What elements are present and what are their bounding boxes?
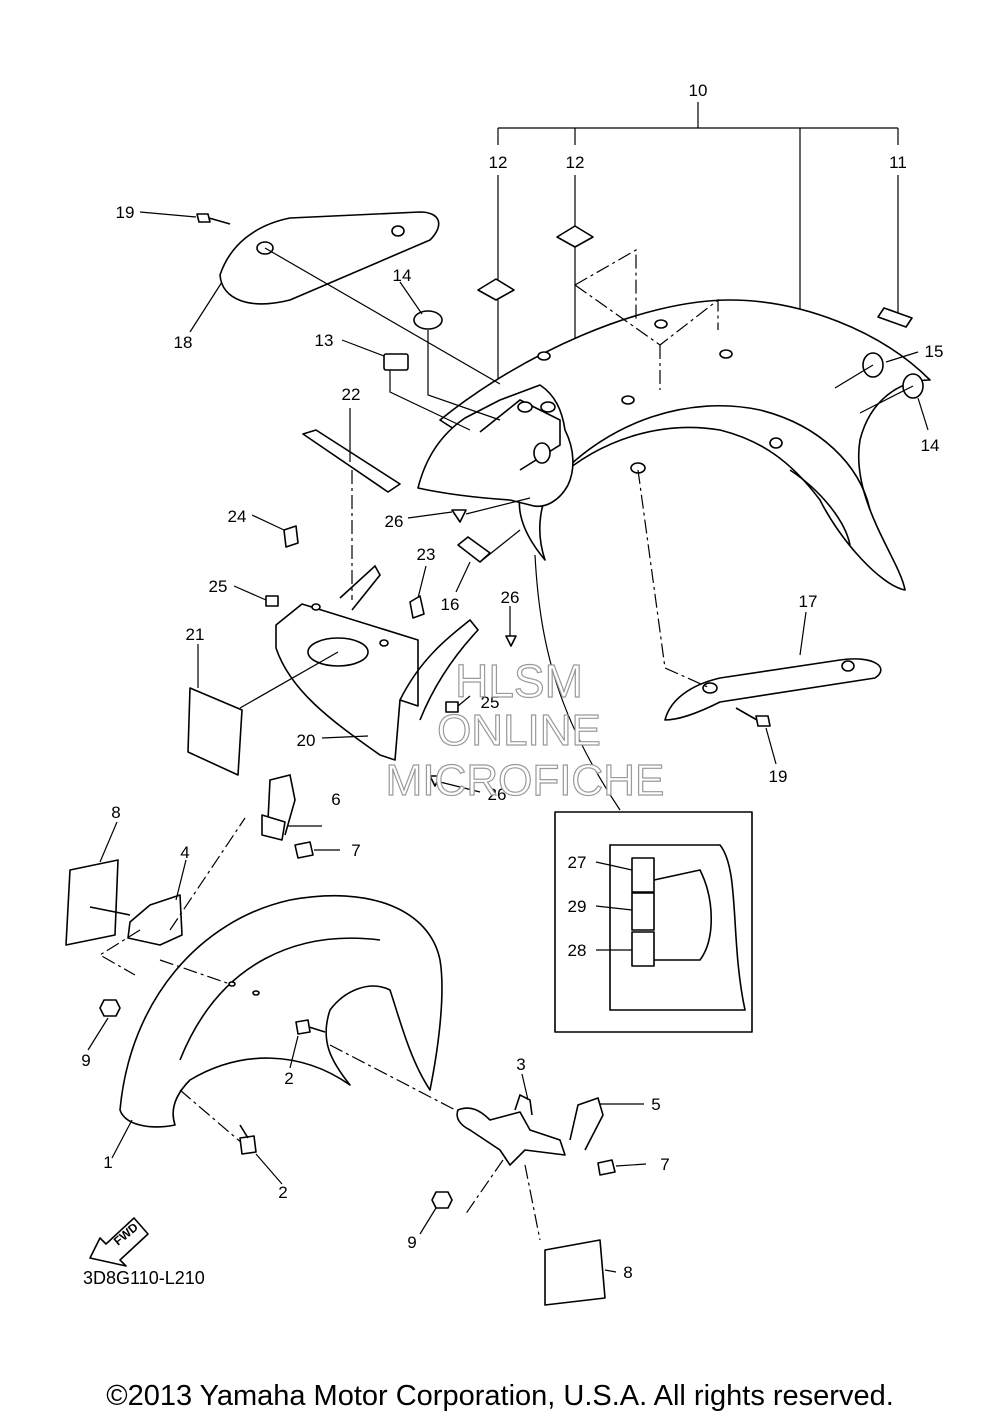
callout-9-left: 9: [81, 1051, 90, 1070]
watermark-line3: MICROFICHE: [386, 756, 665, 805]
pad-23: [409, 595, 425, 619]
license-bracket-20: [275, 564, 480, 761]
rear-fender: [439, 248, 931, 591]
diagram-code: 3D8G110-L210: [83, 1268, 205, 1288]
callout-20: 20: [297, 731, 316, 750]
callout-12-right: 12: [566, 153, 585, 172]
reflector-8-right: [544, 1239, 606, 1306]
grommet-14-top: [413, 310, 443, 330]
callout-1: 1: [103, 1153, 112, 1172]
callout-10: 10: [689, 81, 708, 100]
reflector-8-left: [65, 859, 119, 946]
callout-numbers: 10 12 12 11 19 18 14 13 15 14 22 26 24 2…: [81, 81, 943, 1282]
callout-8-right: 8: [623, 1263, 632, 1282]
callout-13: 13: [315, 331, 334, 350]
callout-19-lower: 19: [769, 767, 788, 786]
decal-12-right: [556, 225, 594, 248]
callout-15: 15: [925, 342, 944, 361]
bolt-19-top: [196, 213, 231, 225]
callout-26-mid: 26: [501, 588, 520, 607]
bolt-2-top: [295, 1019, 326, 1035]
decal-11: [877, 307, 913, 328]
callout-22: 22: [342, 385, 361, 404]
clip-6: [267, 774, 296, 836]
pad-24: [283, 525, 299, 548]
callout-4: 4: [180, 843, 189, 862]
screw-26-bottom: [429, 775, 441, 787]
callout-14-top: 14: [393, 266, 412, 285]
callout-7-top: 7: [351, 841, 360, 860]
callout-25-top: 25: [209, 577, 228, 596]
taillight-inset: [554, 811, 753, 1033]
callout-21: 21: [186, 625, 205, 644]
bolt-7-top: [294, 841, 314, 859]
callout-7-right: 7: [660, 1155, 669, 1174]
callout-3: 3: [516, 1055, 525, 1074]
callout-8-left: 8: [111, 803, 120, 822]
side-cover-18: [219, 211, 501, 385]
callout-25-bottom: 25: [481, 693, 500, 712]
tape-16: [457, 536, 491, 563]
callout-27: 27: [568, 853, 587, 872]
callout-24: 24: [228, 507, 247, 526]
callout-16: 16: [441, 595, 460, 614]
callout-17: 17: [799, 592, 818, 611]
bolt-19-lower: [735, 707, 771, 727]
bolt-2-bottom: [239, 1124, 257, 1155]
bracket-3: [456, 1093, 566, 1241]
watermark: HLSM ONLINE MICROFICHE: [385, 654, 665, 805]
bolt-7-right: [597, 1159, 616, 1176]
side-cover-17: [637, 469, 882, 721]
callout-26-top: 26: [385, 512, 404, 531]
pad-25-bottom: [445, 701, 459, 713]
callout-28: 28: [568, 941, 587, 960]
screw-26-top: [451, 509, 467, 523]
callout-26-bottom: 26: [488, 785, 507, 804]
callout-14-right: 14: [921, 436, 940, 455]
bracket-4: [98, 817, 246, 976]
forward-arrow: FWD: [89, 1217, 149, 1267]
callout-19-top: 19: [116, 203, 135, 222]
clip-5: [569, 1096, 604, 1151]
decal-12-left: [477, 278, 515, 301]
pad-25-top: [265, 595, 279, 607]
callout-6: 6: [331, 790, 340, 809]
rear-fender-tail-housing: [417, 384, 574, 507]
screw-26-mid: [505, 635, 517, 647]
plate-21: [187, 687, 243, 776]
callout-9-right: 9: [407, 1233, 416, 1252]
clip-13: [383, 353, 409, 371]
callout-leaders: [87, 211, 929, 1273]
nut-9-right: [431, 1191, 453, 1209]
callout-2-top: 2: [284, 1069, 293, 1088]
watermark-line1: HLSM: [455, 655, 583, 707]
callout-5: 5: [651, 1095, 660, 1114]
front-fender: [119, 894, 466, 1151]
callout-23: 23: [417, 545, 436, 564]
strip-22: [302, 429, 401, 493]
watermark-line2: ONLINE: [437, 706, 601, 755]
nut-9-left: [99, 999, 121, 1017]
callout-2-bottom: 2: [278, 1183, 287, 1202]
callout-11: 11: [889, 153, 907, 172]
callout-29: 29: [568, 897, 587, 916]
callout-12-left: 12: [489, 153, 508, 172]
copyright-notice: ©2013 Yamaha Motor Corporation, U.S.A. A…: [106, 1380, 894, 1412]
callout-18: 18: [174, 333, 193, 352]
